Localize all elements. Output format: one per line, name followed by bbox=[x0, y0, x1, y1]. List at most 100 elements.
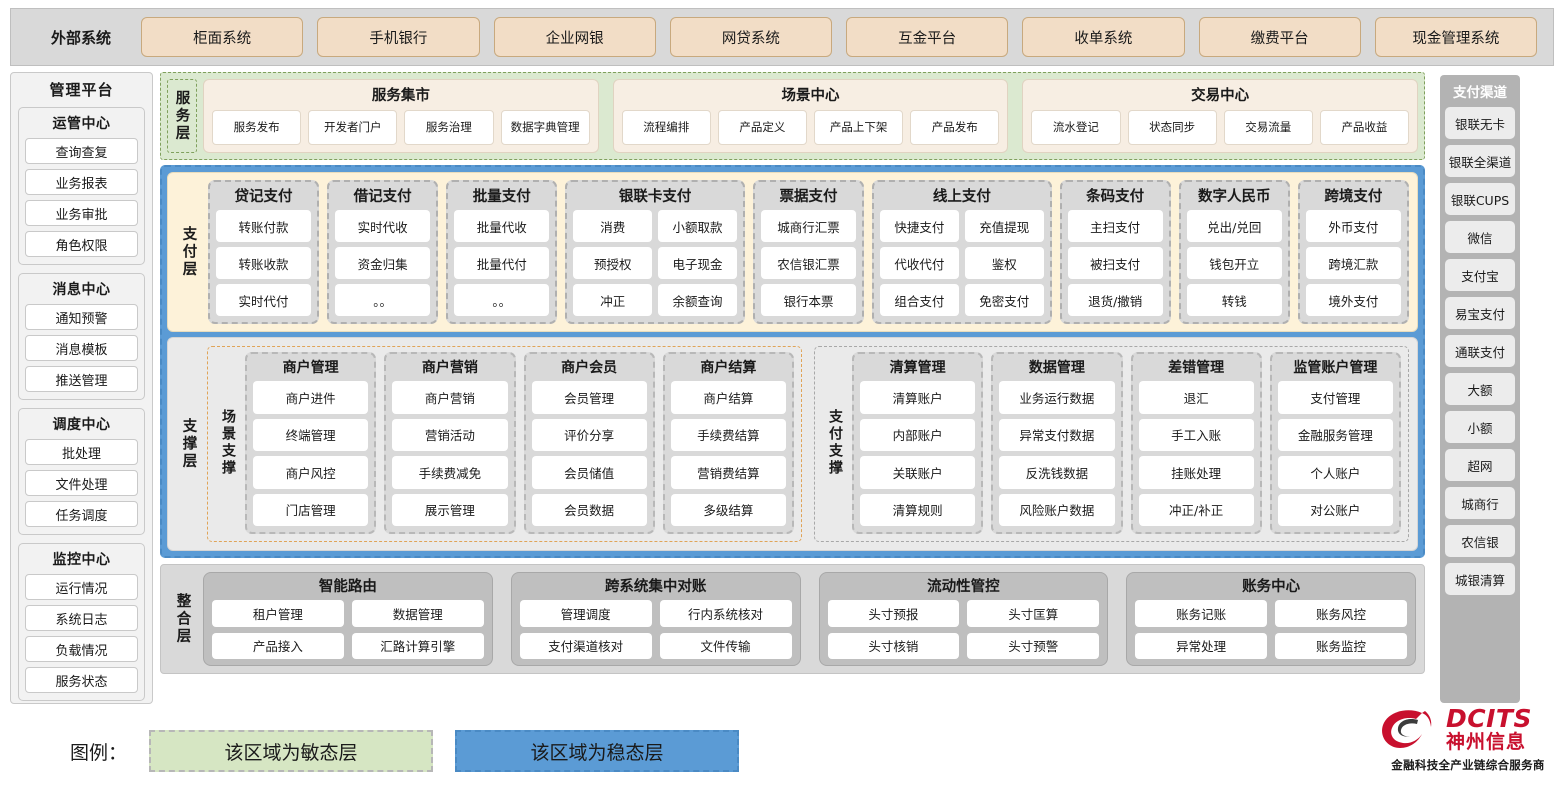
service-item-chip[interactable]: 产品上下架 bbox=[814, 110, 904, 145]
management-item-button[interactable]: 系统日志 bbox=[25, 605, 138, 631]
service-item-chip[interactable]: 数据字典管理 bbox=[500, 110, 590, 145]
integration-item-chip[interactable]: 头寸预报 bbox=[827, 600, 960, 627]
payment-channel-button[interactable]: 银联无卡 bbox=[1445, 107, 1515, 139]
support-item-chip[interactable]: 异常支付数据 bbox=[999, 418, 1115, 451]
payment-channel-button[interactable]: 支付宝 bbox=[1445, 259, 1515, 291]
payment-channel-button[interactable]: 大额 bbox=[1445, 373, 1515, 405]
service-item-chip[interactable]: 产品发布 bbox=[910, 110, 1000, 145]
external-system-chip-7[interactable]: 现金管理系统 bbox=[1374, 17, 1537, 57]
support-item-chip[interactable]: 评价分享 bbox=[531, 418, 647, 451]
service-item-chip[interactable]: 流程编排 bbox=[621, 110, 711, 145]
external-system-chip-2[interactable]: 企业网银 bbox=[493, 17, 656, 57]
management-item-button[interactable]: 批处理 bbox=[25, 439, 138, 465]
payment-channel-button[interactable]: 超网 bbox=[1445, 449, 1515, 481]
support-item-chip[interactable]: 风险账户数据 bbox=[999, 493, 1115, 526]
payment-item-chip[interactable]: 鉴权 bbox=[964, 247, 1044, 279]
payment-item-chip[interactable]: 外币支付 bbox=[1305, 210, 1401, 242]
support-item-chip[interactable]: 商户风控 bbox=[253, 456, 369, 489]
payment-item-chip[interactable]: 退货/撤销 bbox=[1067, 284, 1163, 316]
integration-item-chip[interactable]: 头寸核销 bbox=[827, 632, 960, 659]
support-item-chip[interactable]: 商户进件 bbox=[253, 381, 369, 414]
support-item-chip[interactable]: 商户结算 bbox=[670, 381, 786, 414]
payment-channel-button[interactable]: 通联支付 bbox=[1445, 335, 1515, 367]
payment-item-chip[interactable]: 资金归集 bbox=[335, 247, 431, 279]
external-system-chip-1[interactable]: 手机银行 bbox=[317, 17, 480, 57]
payment-item-chip[interactable]: 兑出/兑回 bbox=[1186, 210, 1282, 242]
payment-item-chip[interactable]: 。。 bbox=[454, 284, 550, 316]
integration-item-chip[interactable]: 文件传输 bbox=[659, 632, 792, 659]
support-item-chip[interactable]: 关联账户 bbox=[860, 456, 976, 489]
payment-item-chip[interactable]: 充值提现 bbox=[964, 210, 1044, 242]
service-item-chip[interactable]: 服务发布 bbox=[212, 110, 302, 145]
external-system-chip-5[interactable]: 收单系统 bbox=[1022, 17, 1185, 57]
support-item-chip[interactable]: 业务运行数据 bbox=[999, 381, 1115, 414]
service-item-chip[interactable]: 产品收益 bbox=[1319, 110, 1410, 145]
management-item-button[interactable]: 负载情况 bbox=[25, 636, 138, 662]
external-system-chip-4[interactable]: 互金平台 bbox=[846, 17, 1009, 57]
payment-item-chip[interactable]: 转账付款 bbox=[216, 210, 312, 242]
integration-item-chip[interactable]: 支付渠道核对 bbox=[519, 632, 652, 659]
support-item-chip[interactable]: 挂账处理 bbox=[1138, 456, 1254, 489]
payment-channel-button[interactable]: 城银清算 bbox=[1445, 563, 1515, 595]
support-item-chip[interactable]: 营销费结算 bbox=[670, 456, 786, 489]
payment-item-chip[interactable]: 批量代收 bbox=[454, 210, 550, 242]
support-item-chip[interactable]: 商户营销 bbox=[392, 381, 508, 414]
payment-channel-button[interactable]: 易宝支付 bbox=[1445, 297, 1515, 329]
payment-item-chip[interactable]: 城商行汇票 bbox=[760, 210, 857, 242]
service-item-chip[interactable]: 流水登记 bbox=[1031, 110, 1121, 145]
integration-item-chip[interactable]: 账务监控 bbox=[1275, 632, 1407, 659]
payment-item-chip[interactable]: 银行本票 bbox=[760, 284, 857, 316]
payment-item-chip[interactable]: 代收代付 bbox=[880, 247, 959, 279]
external-system-chip-6[interactable]: 缴费平台 bbox=[1198, 17, 1361, 57]
support-item-chip[interactable]: 手续费减免 bbox=[392, 456, 508, 489]
payment-item-chip[interactable]: 跨境汇款 bbox=[1305, 247, 1401, 279]
payment-channel-button[interactable]: 城商行 bbox=[1445, 487, 1515, 519]
payment-item-chip[interactable]: 批量代付 bbox=[454, 247, 550, 279]
management-item-button[interactable]: 服务状态 bbox=[25, 667, 138, 693]
support-item-chip[interactable]: 手工入账 bbox=[1138, 418, 1254, 451]
support-item-chip[interactable]: 退汇 bbox=[1138, 381, 1254, 414]
external-system-chip-3[interactable]: 网贷系统 bbox=[669, 17, 832, 57]
payment-item-chip[interactable]: 免密支付 bbox=[964, 284, 1044, 316]
integration-item-chip[interactable]: 行内系统核对 bbox=[659, 600, 792, 627]
payment-item-chip[interactable]: 被扫支付 bbox=[1067, 247, 1163, 279]
management-item-button[interactable]: 推送管理 bbox=[25, 366, 138, 392]
management-item-button[interactable]: 通知预警 bbox=[25, 304, 138, 330]
support-item-chip[interactable]: 个人账户 bbox=[1277, 456, 1393, 489]
support-item-chip[interactable]: 门店管理 bbox=[253, 493, 369, 526]
support-item-chip[interactable]: 冲正/补正 bbox=[1138, 493, 1254, 526]
management-item-button[interactable]: 角色权限 bbox=[25, 231, 138, 257]
service-item-chip[interactable]: 服务治理 bbox=[404, 110, 494, 145]
management-item-button[interactable]: 业务审批 bbox=[25, 200, 138, 226]
management-item-button[interactable]: 任务调度 bbox=[25, 501, 138, 527]
payment-item-chip[interactable]: 组合支付 bbox=[880, 284, 959, 316]
payment-item-chip[interactable]: 冲正 bbox=[573, 284, 653, 316]
payment-item-chip[interactable]: 小额取款 bbox=[658, 210, 737, 242]
support-item-chip[interactable]: 会员储值 bbox=[531, 456, 647, 489]
payment-item-chip[interactable]: 转钱 bbox=[1186, 284, 1282, 316]
service-item-chip[interactable]: 开发者门户 bbox=[308, 110, 398, 145]
integration-item-chip[interactable]: 头寸匡算 bbox=[967, 600, 1100, 627]
payment-channel-button[interactable]: 微信 bbox=[1445, 221, 1515, 253]
service-item-chip[interactable]: 产品定义 bbox=[717, 110, 808, 145]
service-item-chip[interactable]: 交易流量 bbox=[1223, 110, 1313, 145]
payment-item-chip[interactable]: 。。 bbox=[335, 284, 431, 316]
integration-item-chip[interactable]: 产品接入 bbox=[212, 632, 344, 659]
support-item-chip[interactable]: 对公账户 bbox=[1277, 493, 1393, 526]
service-item-chip[interactable]: 状态同步 bbox=[1127, 110, 1217, 145]
payment-channel-button[interactable]: 农信银 bbox=[1445, 525, 1515, 557]
management-item-button[interactable]: 业务报表 bbox=[25, 169, 138, 195]
integration-item-chip[interactable]: 异常处理 bbox=[1135, 632, 1268, 659]
payment-item-chip[interactable]: 境外支付 bbox=[1305, 284, 1401, 316]
support-item-chip[interactable]: 支付管理 bbox=[1277, 381, 1393, 414]
payment-item-chip[interactable]: 余额查询 bbox=[658, 284, 737, 316]
integration-item-chip[interactable]: 数据管理 bbox=[351, 600, 484, 627]
support-item-chip[interactable]: 展示管理 bbox=[392, 493, 508, 526]
payment-item-chip[interactable]: 农信银汇票 bbox=[760, 247, 857, 279]
payment-item-chip[interactable]: 主扫支付 bbox=[1067, 210, 1163, 242]
integration-item-chip[interactable]: 头寸预警 bbox=[967, 632, 1100, 659]
integration-item-chip[interactable]: 租户管理 bbox=[212, 600, 344, 627]
support-item-chip[interactable]: 反洗钱数据 bbox=[999, 456, 1115, 489]
support-item-chip[interactable]: 会员管理 bbox=[531, 381, 647, 414]
payment-item-chip[interactable]: 电子现金 bbox=[658, 247, 737, 279]
